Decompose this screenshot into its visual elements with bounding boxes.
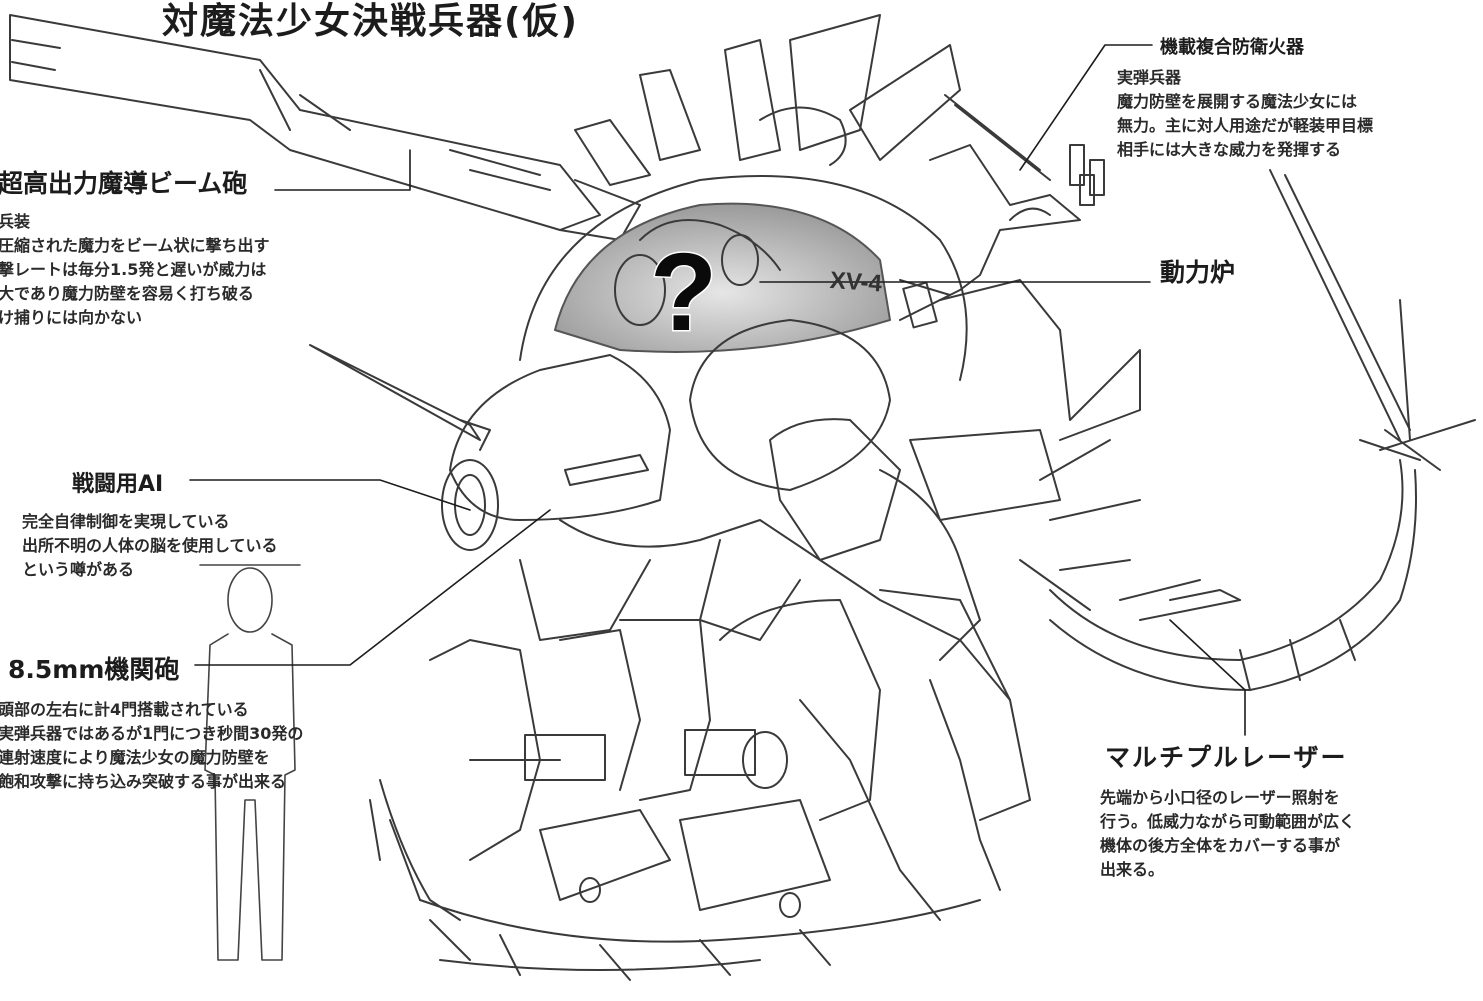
human-scale-figure [199,564,301,961]
legs-sketch [369,589,1031,981]
defense-gun-line: 魔力防壁を展開する魔法少女には [1117,92,1358,111]
defense-gun-heading: 機載複合防衛火器 [1160,37,1304,58]
multi-laser-line: 先端から小口径のレーザー照射を [1100,788,1340,807]
leader-lines [189,44,1246,736]
defense-gun-line: 無力。主に対人用途だが軽装甲目標 [1117,116,1374,135]
combat-ai-line: 完全自律制御を実現している [22,512,230,531]
combat-ai-line: という噂がある [22,560,135,579]
combat-ai-heading: 戦闘用AI [72,472,164,497]
tail-sketch [1049,169,1476,691]
side-plating-sketch [899,279,1141,441]
multi-laser-description: 先端から小口径のレーザー照射を 行う。低威力ながら可動範囲が広く 機体の後方全体… [1100,786,1355,882]
beam-cannon-line: 圧縮された魔力をビーム状に撃ち出す [0,236,270,255]
beam-cannon-sketch [9,14,641,241]
machine-gun-description: 頭部の左右に計4門搭載されている 実弾兵器ではあるが1門につき秒間30発の 連射… [0,698,303,794]
machine-gun-line: 飽和攻撃に持ち込み突破する事が出来る [0,772,287,791]
back-fins-sketch [574,14,961,186]
defense-gun-line: 相手には大きな威力を発揮する [1117,140,1342,159]
beam-cannon-heading: 超高出力魔導ビーム砲 [0,169,248,198]
multi-laser-line: 機体の後方全体をカバーする事が [1100,836,1341,855]
machine-gun-line: 実弾兵器ではあるが1門につき秒間30発の [0,724,304,743]
beam-cannon-line: 大であり魔力防壁を容易く打ち破る [0,284,254,303]
dome-body-sketch [519,175,968,381]
defense-gun-line: 実弾兵器 [1117,68,1182,87]
head-sketch [309,344,671,551]
multi-laser-line: 行う。低威力ながら可動範囲が広く [1100,812,1356,831]
beam-cannon-line: 兵装 [0,212,31,231]
spikes-sketch [1019,439,1241,611]
reactor-heading: 動力炉 [1160,258,1236,287]
shoulder-sketch [689,319,1061,561]
multi-laser-line: 出来る。 [1100,860,1165,879]
beam-cannon-line: け捕りには向かない [0,308,143,327]
beam-cannon-description: 兵装 圧縮された魔力をビーム状に撃ち出す 撃レートは毎分1.5発と遅いが威力は … [0,210,270,330]
defense-weapon-sketch [929,94,1105,291]
combat-ai-line: 出所不明の人体の脳を使用している [22,536,278,555]
beam-cannon-line: 撃レートは毎分1.5発と遅いが威力は [0,260,267,279]
combat-ai-description: 完全自律制御を実現している 出所不明の人体の脳を使用している という噂がある [22,510,278,582]
machine-gun-line: 頭部の左右に計4門搭載されている [0,700,249,719]
defense-gun-description: 実弾兵器 魔力防壁を展開する魔法少女には 無力。主に対人用途だが軽装甲目標 相手… [1117,66,1373,162]
machine-gun-line: 連射速度により魔法少女の魔力防壁を [0,748,270,767]
multi-laser-heading: マルチプルレーザー [1105,743,1348,772]
page-title: 対魔法少女決戦兵器(仮) [162,1,579,42]
torso-sketch [519,469,1011,701]
hull-code: XV-4 [829,267,883,298]
machine-gun-heading: 8.5mm機関砲 [8,655,180,684]
reactor-question-mark: ? [650,231,717,354]
